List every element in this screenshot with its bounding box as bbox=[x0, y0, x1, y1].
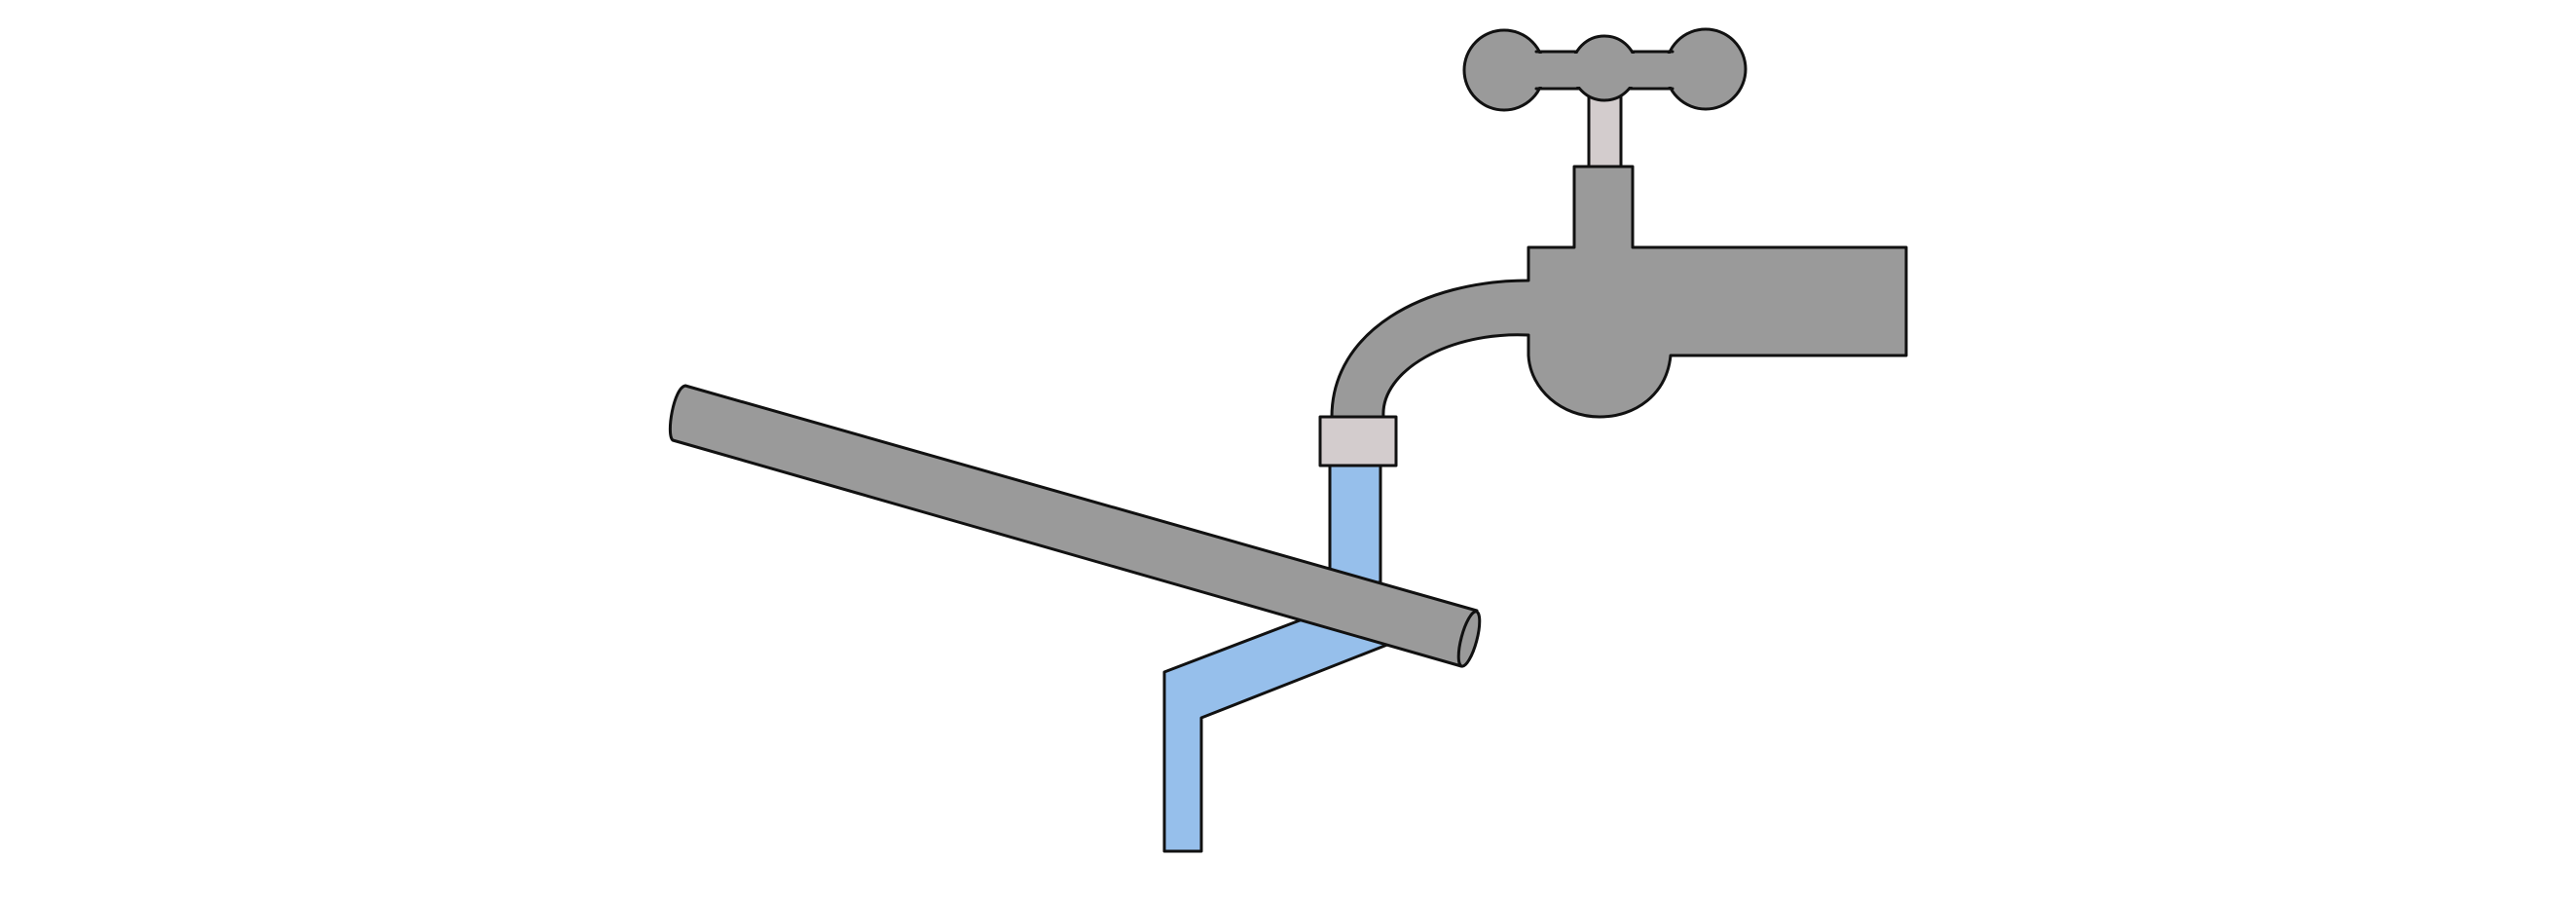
faucet-body bbox=[1330, 165, 1908, 419]
water-vertical-stream bbox=[1328, 464, 1382, 584]
faucet-icon bbox=[1318, 27, 1908, 467]
faucet-stem bbox=[1587, 91, 1623, 172]
water-stream-icon bbox=[1162, 464, 1394, 853]
handle-bar-fill bbox=[1521, 54, 1682, 87]
faucet-handle bbox=[1462, 27, 1748, 112]
rod-end-cap bbox=[1456, 610, 1482, 668]
pipe-rod-icon bbox=[668, 384, 1482, 668]
faucet-nozzle-fitting bbox=[1318, 415, 1398, 467]
rod-body bbox=[668, 384, 1479, 668]
